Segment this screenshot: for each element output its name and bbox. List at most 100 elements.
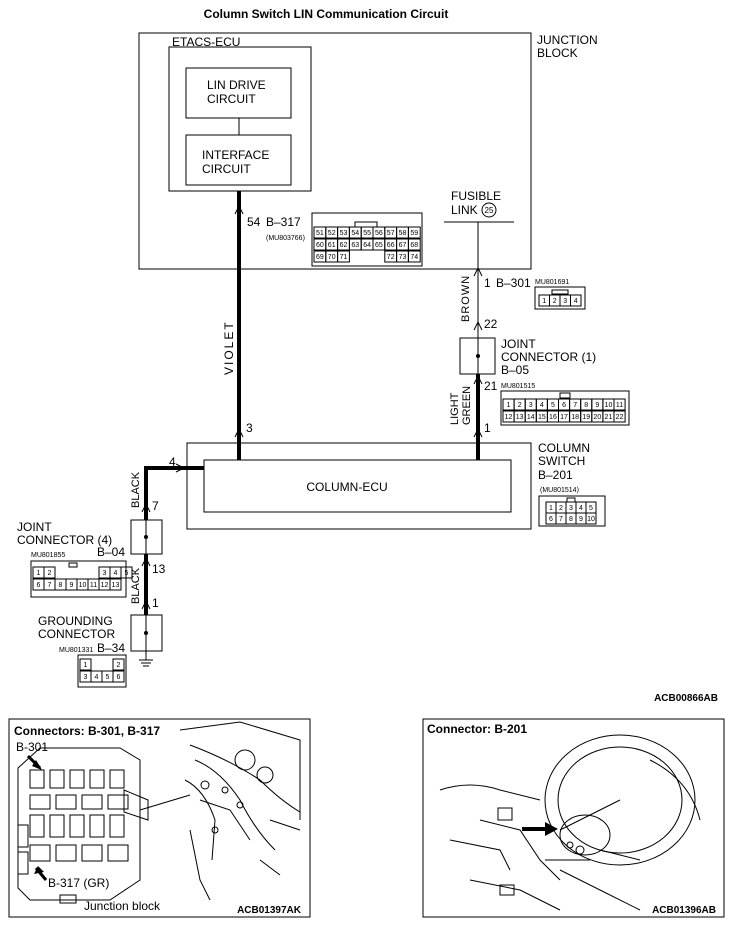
jc1-pin: 19 xyxy=(582,414,590,421)
b317-pin: 58 xyxy=(399,230,407,237)
b201-pin: 4 xyxy=(579,505,583,512)
b317-pin: 60 xyxy=(316,242,324,249)
jc1-label-3: B–05 xyxy=(501,363,529,377)
jc4-pin-cell xyxy=(120,566,133,579)
jc4-pin: 5 xyxy=(125,570,129,577)
b317-pin: 62 xyxy=(340,242,348,249)
b301-pin: 2 xyxy=(553,298,557,305)
column-switch-label-1: COLUMN xyxy=(538,441,590,455)
junction-block-box xyxy=(138,32,532,270)
interface-label-1: INTERFACE xyxy=(202,148,269,162)
jc4-pin-top: 7 xyxy=(152,499,159,513)
b317-pin: 51 xyxy=(316,230,324,237)
diagram-title: Column Switch LIN Communication Circuit xyxy=(204,7,449,21)
column-ecu-pin1: 1 xyxy=(484,421,491,435)
b317-pin-cell xyxy=(407,226,421,239)
b301-part-no: MU801691 xyxy=(535,279,569,286)
jc4-pin: 10 xyxy=(79,582,87,589)
junction-block-label-1: JUNCTION xyxy=(537,33,598,47)
b317-pin: 53 xyxy=(340,230,348,237)
b317-pin: 68 xyxy=(410,242,418,249)
fusible-number-circle xyxy=(481,202,497,218)
black-wire-label-2: BLACK xyxy=(130,567,142,604)
b317-pin: 64 xyxy=(363,242,371,249)
jc4-pin-cell xyxy=(109,578,122,591)
jc1-pin: 16 xyxy=(549,414,557,421)
fusible-label-2: LINK xyxy=(451,203,478,217)
jc4-pin: 3 xyxy=(103,570,107,577)
fusible-label-1: FUSIBLE xyxy=(451,189,501,203)
column-switch-box xyxy=(186,442,532,530)
jc1-pin: 13 xyxy=(516,414,524,421)
panel-left-code: ACB01397AK xyxy=(237,905,302,916)
b201-pin: 1 xyxy=(549,505,553,512)
jc1-pin: 14 xyxy=(527,414,535,421)
b201-pin-cell xyxy=(585,512,597,525)
b201-pin: 2 xyxy=(559,505,563,512)
gnd-pin: 1 xyxy=(152,596,159,610)
jc1-pin-bottom: 21 xyxy=(484,379,498,393)
b201-pin: 5 xyxy=(589,505,593,512)
jc1-pin: 21 xyxy=(605,414,613,421)
b317-pin: 59 xyxy=(410,230,418,237)
b317-pin: 74 xyxy=(410,254,418,261)
b317-pin-cell xyxy=(407,238,421,251)
jc1-pin: 18 xyxy=(571,414,579,421)
panel-left-caption: Junction block xyxy=(84,899,161,913)
b34-pin-cell xyxy=(79,658,92,671)
jc1-pin: 15 xyxy=(538,414,546,421)
junction-block-label-2: BLOCK xyxy=(537,46,578,60)
jc1-pin-cell xyxy=(613,410,626,423)
b301-pin-cell xyxy=(570,294,582,307)
jc4-label-1: JOINT xyxy=(17,520,52,534)
panel-left xyxy=(8,718,311,918)
lin-drive-label-2: CIRCUIT xyxy=(207,92,256,106)
b317-pin: 71 xyxy=(340,254,348,261)
jc1-pin: 10 xyxy=(605,402,613,409)
b201-pin: 6 xyxy=(549,516,553,523)
b317-pin: 65 xyxy=(375,242,383,249)
jc1-pin-cell xyxy=(613,398,626,411)
brown-wire-label: BROWN xyxy=(460,275,472,322)
gnd-part-no: MU801331 xyxy=(59,647,93,654)
jc1-pin: 20 xyxy=(593,414,601,421)
jc4-pin: 8 xyxy=(59,582,63,589)
b34-pin: 4 xyxy=(95,674,99,681)
column-switch-label-2: SWITCH xyxy=(538,454,585,468)
violet-wire-label: VIOLET xyxy=(222,320,236,375)
b317-pin-cell xyxy=(337,250,350,263)
b317-pin: 56 xyxy=(375,230,383,237)
panel-right xyxy=(422,718,725,918)
jc4-pin-bottom: 13 xyxy=(152,562,166,576)
jc4-pin: 7 xyxy=(48,582,52,589)
jc1-pin: 1 xyxy=(507,402,511,409)
b34-pin: 6 xyxy=(117,674,121,681)
fusible-number: 25 xyxy=(485,206,494,215)
jc4-pin: 13 xyxy=(112,582,120,589)
jc1-label-2: CONNECTOR (1) xyxy=(501,350,596,364)
b317-pin: 72 xyxy=(387,254,395,261)
interface-label-2: CIRCUIT xyxy=(202,162,251,176)
gnd-label-3: B–34 xyxy=(97,641,125,655)
jc1-pin: 6 xyxy=(562,402,566,409)
b317-pin: 66 xyxy=(387,242,395,249)
jc1-pin: 11 xyxy=(616,402,623,409)
b317-label: B–317 xyxy=(266,215,301,229)
jc1-pin-top: 22 xyxy=(484,317,498,331)
b317-part-no: (MU803766) xyxy=(266,235,305,242)
b301-pin: 3 xyxy=(563,298,567,305)
b34-pin: 3 xyxy=(84,674,88,681)
b317-pin: 54 xyxy=(351,230,359,237)
lin-drive-label-1: LIN DRIVE xyxy=(207,78,266,92)
jc4-pin: 12 xyxy=(101,582,109,589)
jc1-part-no: MU801515 xyxy=(501,383,535,390)
b317-pin-cell xyxy=(407,250,421,263)
b317-pin: 63 xyxy=(351,242,359,249)
jc4-label-3: B–04 xyxy=(97,545,125,559)
jc1-pin: 22 xyxy=(616,414,624,421)
